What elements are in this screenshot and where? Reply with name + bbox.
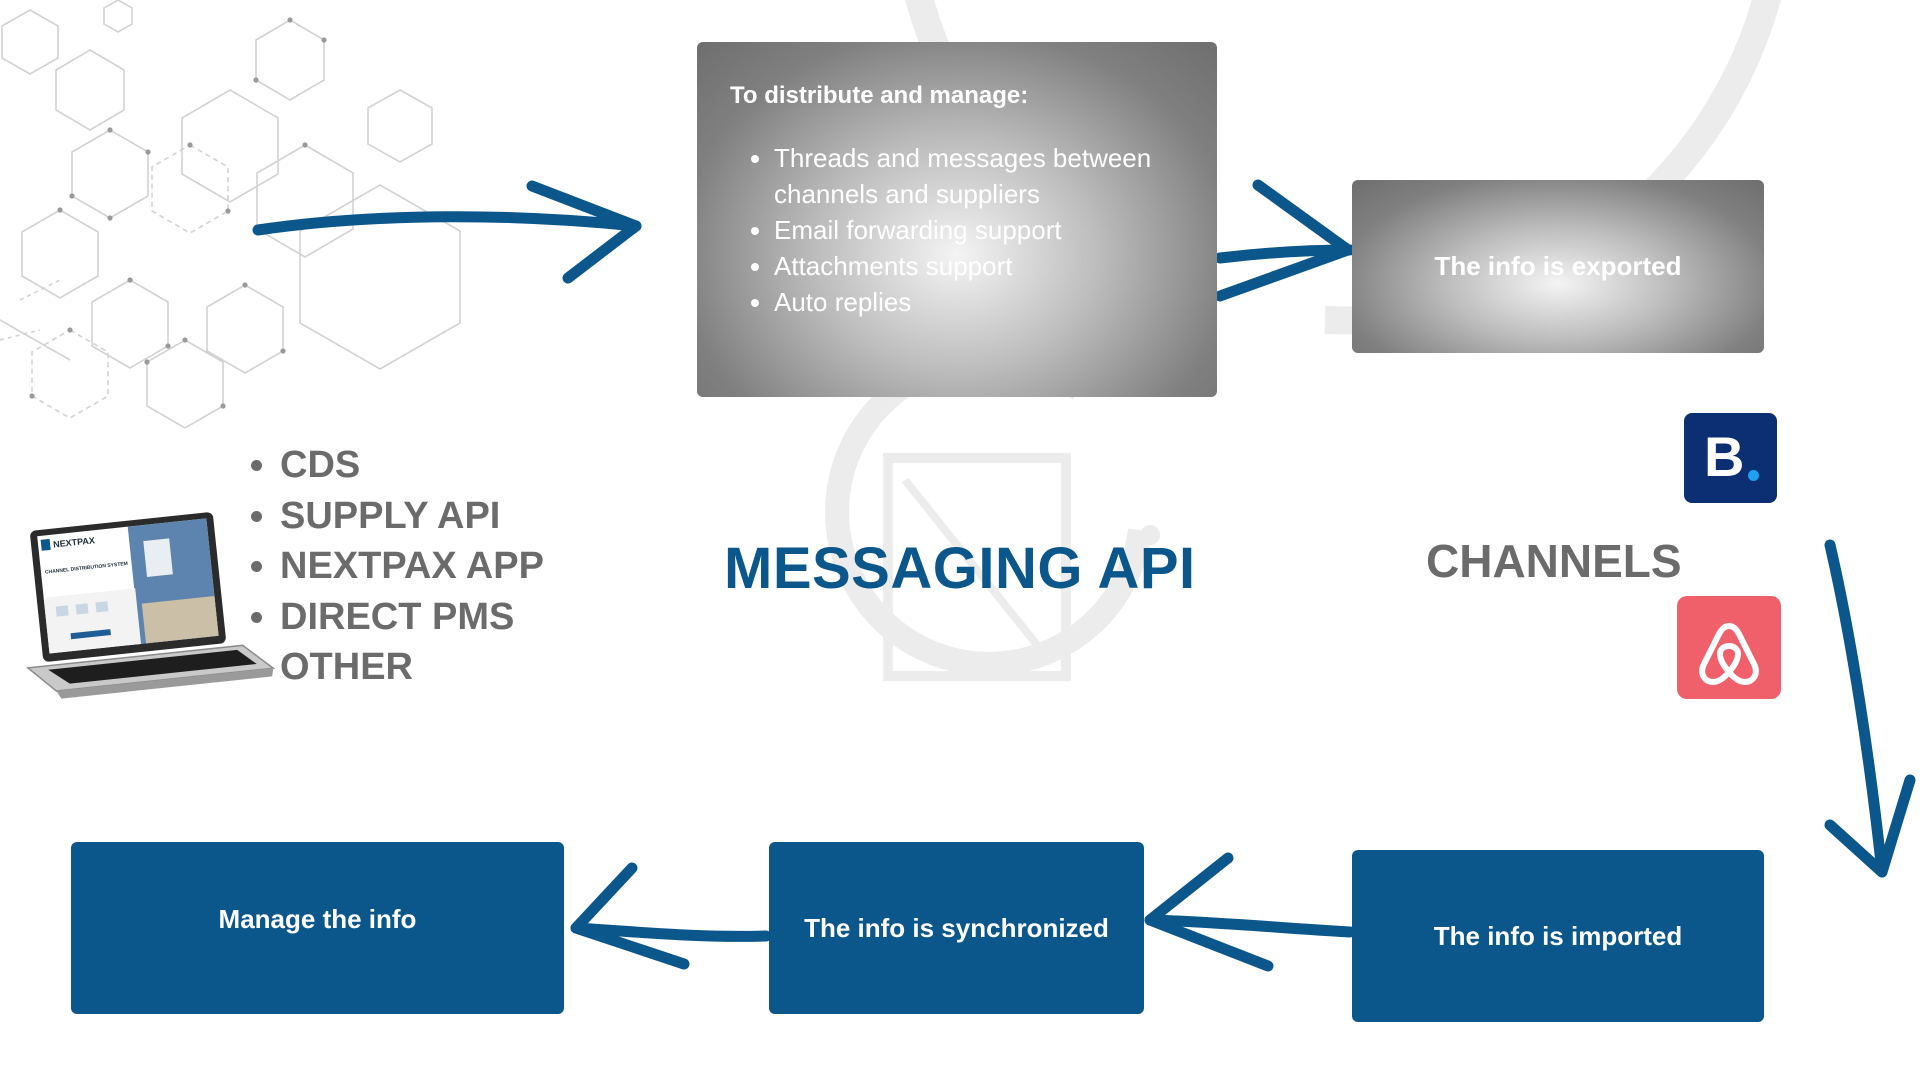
arrow-down-to-imported-head <box>1824 774 1916 878</box>
sources-list: CDS SUPPLY API NEXTPAX APP DIRECT PMS OT… <box>248 440 544 693</box>
source-item: SUPPLY API <box>280 491 544 542</box>
feature-item: Threads and messages between channels an… <box>774 140 1191 212</box>
messaging-features-box: To distribute and manage: Threads and me… <box>697 42 1217 397</box>
arrow-to-messaging-box-head <box>526 180 642 284</box>
source-item: CDS <box>280 440 544 491</box>
airbnb-logo-icon <box>1677 596 1781 699</box>
step-exported-label: The info is exported <box>1434 251 1682 281</box>
features-heading: To distribute and manage: <box>730 82 1029 109</box>
booking-logo-dot <box>1748 470 1759 481</box>
channels-title: CHANNELS <box>1426 535 1682 587</box>
step-synchronized-box: The info is synchronized <box>769 842 1144 1014</box>
messaging-api-title: MESSAGING API <box>724 536 1196 601</box>
arrow-to-manage-head <box>570 862 690 970</box>
airbnb-symbol-icon <box>1699 623 1759 685</box>
feature-item: Email forwarding support <box>774 212 1191 248</box>
step-imported-label: The info is imported <box>1433 920 1683 951</box>
flow-arrows <box>252 179 1916 972</box>
source-item: OTHER <box>280 642 544 693</box>
arrow-to-exported-head <box>1214 179 1354 302</box>
arrow-to-manage <box>570 922 772 942</box>
hexagon-network-decoration <box>0 0 461 429</box>
features-list: Threads and messages between channels an… <box>730 140 1191 320</box>
laptop-icon: NEXTPAX CHANNEL DISTRIBUTION SYSTEM <box>18 505 280 705</box>
arrow-to-messaging-box <box>252 211 642 236</box>
hexagon-network-nodes <box>29 17 327 409</box>
booking-logo-letter: B <box>1704 425 1745 488</box>
booking-logo-icon: B <box>1684 413 1777 503</box>
feature-item: Attachments support <box>774 248 1191 284</box>
source-item: NEXTPAX APP <box>280 541 544 592</box>
arrow-to-synchronized <box>1144 914 1356 938</box>
feature-item: Auto replies <box>774 284 1191 320</box>
step-imported-box: The info is imported <box>1352 850 1764 1022</box>
arrow-to-synchronized-head <box>1144 852 1274 972</box>
arrow-down-to-imported <box>1824 539 1888 878</box>
laptop-illustration: NEXTPAX CHANNEL DISTRIBUTION SYSTEM <box>26 512 276 699</box>
step-synchronized-label: The info is synchronized <box>804 912 1109 943</box>
step-exported-box: The info is exported <box>1352 180 1764 353</box>
step-manage-box: Manage the info <box>71 842 564 1014</box>
step-manage-label: Manage the info <box>218 904 417 934</box>
source-item: DIRECT PMS <box>280 592 544 643</box>
laptop-brand-text: NEXTPAX <box>53 535 96 549</box>
